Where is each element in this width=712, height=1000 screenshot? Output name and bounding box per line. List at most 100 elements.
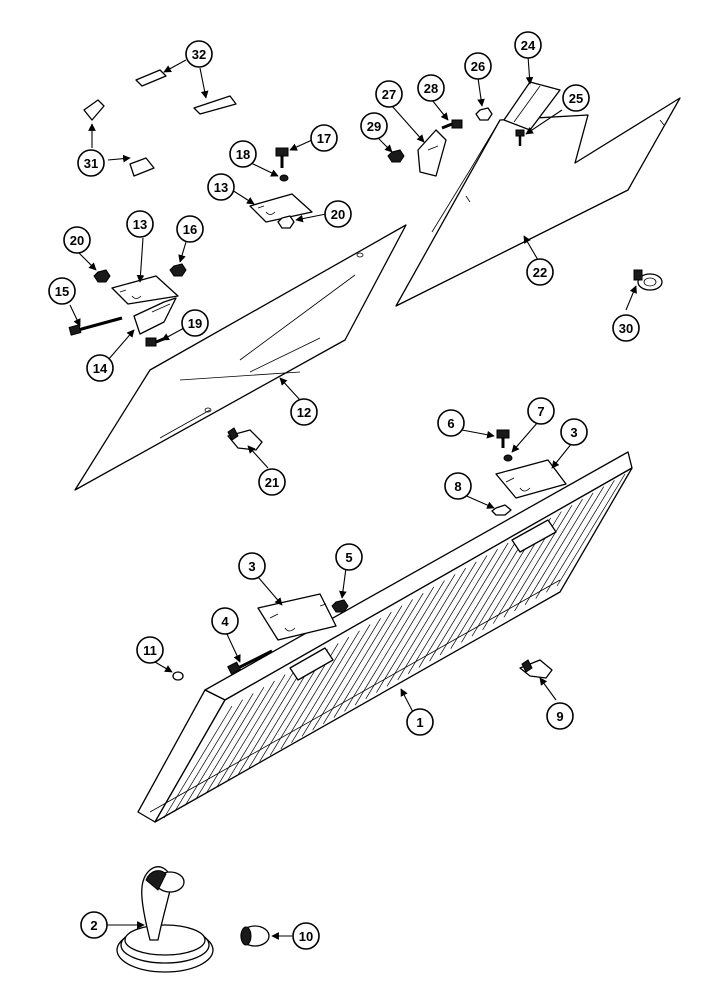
nut-part-16: [169, 263, 187, 277]
latch-part-9: [519, 659, 553, 679]
callout-circle: [86, 354, 114, 382]
callout-number: 12: [297, 405, 311, 420]
callout-number: 19: [188, 316, 202, 331]
bracket-part-27: [417, 129, 447, 177]
callout-2: 2: [80, 911, 108, 939]
bolt-part-15: [68, 316, 123, 336]
callout-number: 25: [569, 91, 583, 106]
callout-number: 22: [533, 265, 547, 280]
callout-circle: [181, 309, 209, 337]
callout-24: 24: [514, 31, 542, 59]
bracket-part-24: [503, 81, 561, 131]
callout-17: 17: [310, 124, 338, 152]
nut-part-8: [491, 504, 512, 516]
callout-circle: [406, 708, 434, 736]
callout-25: 25: [562, 84, 590, 112]
callout-6: 6: [437, 409, 465, 437]
panel-part-12: [74, 224, 407, 491]
callout-number: 21: [265, 475, 279, 490]
callout-circle: [136, 636, 164, 664]
nut-part-29: [387, 149, 405, 163]
callout-number: 10: [299, 929, 313, 944]
callout-circle: [77, 149, 105, 177]
callout-circle: [185, 40, 213, 68]
weatherstrip-coil-part-2: [116, 866, 214, 973]
callout-number: 20: [331, 207, 345, 222]
callout-circle: [126, 210, 154, 238]
callout-19: 19: [181, 309, 209, 337]
callout-12: 12: [290, 398, 318, 426]
callout-20: 20: [63, 226, 91, 254]
callout-group: 1233456789101112131314151617181920202122…: [48, 31, 640, 950]
callout-number: 13: [133, 217, 147, 232]
bolt-part-4: [227, 649, 273, 675]
latch-part-21: [227, 427, 263, 451]
callout-number: 24: [521, 38, 536, 53]
callout-number: 20: [70, 233, 84, 248]
callout-number: 5: [345, 550, 352, 565]
callout-3: 3: [238, 552, 266, 580]
callout-1: 1: [406, 708, 434, 736]
callout-16: 16: [176, 215, 204, 243]
callout-number: 6: [447, 416, 454, 431]
callout-circle: [290, 398, 318, 426]
callout-29: 29: [360, 112, 388, 140]
callout-20: 20: [324, 200, 352, 228]
nut-part-5: [331, 599, 349, 613]
callout-circle: [310, 124, 338, 152]
nut-part-20-upper: [277, 215, 295, 229]
callout-number: 2: [90, 918, 97, 933]
callout-30: 30: [612, 314, 640, 342]
callout-26: 26: [464, 52, 492, 80]
callout-number: 32: [192, 47, 206, 62]
callout-8: 8: [444, 472, 472, 500]
cover-panel-part-1: [137, 451, 633, 823]
callout-number: 27: [382, 87, 396, 102]
callout-number: 26: [471, 59, 485, 74]
callout-number: 29: [367, 119, 381, 134]
hinge-part-13-upper: [249, 193, 313, 223]
callout-circle: [437, 409, 465, 437]
callout-number: 30: [619, 321, 633, 336]
callout-number: 11: [143, 643, 157, 658]
panel-part-22: [395, 97, 681, 307]
callout-circle: [360, 112, 388, 140]
callout-circle: [229, 140, 257, 168]
callout-circle: [63, 226, 91, 254]
callout-3: 3: [560, 418, 588, 446]
callout-circle: [527, 397, 555, 425]
callout-4: 4: [211, 607, 239, 635]
callout-15: 15: [48, 277, 76, 305]
callout-circle: [562, 84, 590, 112]
clip-part-31: [83, 99, 155, 177]
callout-27: 27: [375, 80, 403, 108]
callout-number: 1: [416, 715, 423, 730]
callout-circle: [207, 173, 235, 201]
nut-part-26: [475, 107, 493, 121]
hinge-bracket-part-14: [133, 297, 177, 335]
callout-22: 22: [526, 258, 554, 286]
callout-number: 28: [424, 81, 438, 96]
callout-number: 8: [454, 479, 461, 494]
callout-circle: [526, 258, 554, 286]
callout-circle: [211, 607, 239, 635]
callout-number: 13: [214, 180, 228, 195]
callout-number: 7: [537, 404, 544, 419]
callout-9: 9: [546, 702, 574, 730]
callout-number: 18: [236, 147, 250, 162]
callout-number: 15: [55, 284, 69, 299]
washer-part-11: [172, 671, 184, 681]
callout-circle: [176, 215, 204, 243]
callout-circle: [444, 472, 472, 500]
callout-circle: [292, 922, 320, 950]
clip-part-32: [135, 69, 237, 115]
plug-part-10: [240, 925, 270, 947]
callout-circle: [417, 74, 445, 102]
callout-11: 11: [136, 636, 164, 664]
leader-lines: [69, 55, 637, 940]
bolt-part-28: [441, 119, 463, 130]
bracket-part-3-upper: [495, 459, 567, 499]
callout-31: 31: [77, 149, 105, 177]
callout-13: 13: [207, 173, 235, 201]
